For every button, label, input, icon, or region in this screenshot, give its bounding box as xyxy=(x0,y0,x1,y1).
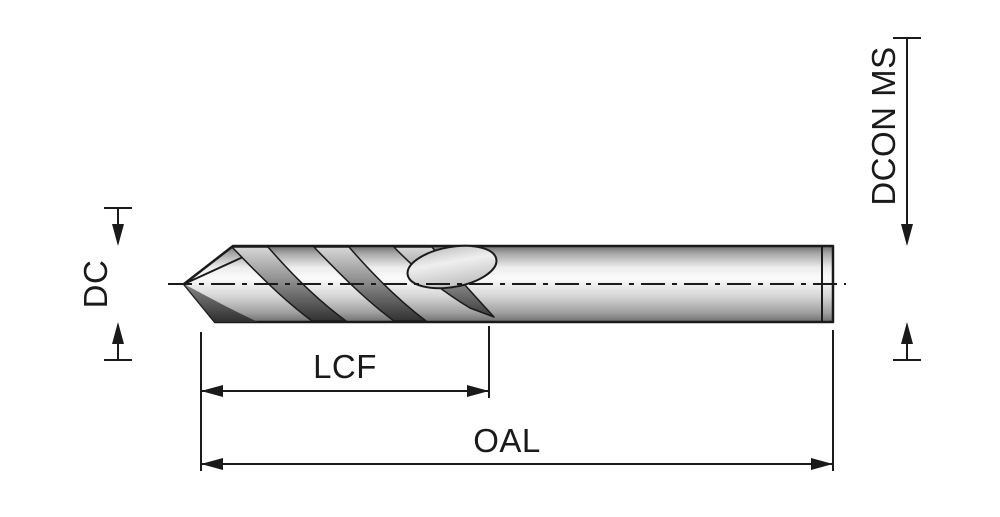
arrowhead-down-icon xyxy=(901,224,913,246)
dcon-dimension: DCON MS xyxy=(865,37,921,361)
lcf-dimension: LCF xyxy=(201,326,490,398)
arrowhead-down-icon xyxy=(112,224,124,246)
dim-label-dc: DC xyxy=(77,260,114,309)
dim-label-dcon: DCON MS xyxy=(865,46,902,205)
drill-tip-facet-line xyxy=(183,256,244,285)
arrowhead-up-icon xyxy=(112,322,124,344)
dim-label-oal: OAL xyxy=(473,422,541,459)
drill-illustration xyxy=(168,244,846,324)
drill-flute-band xyxy=(313,246,427,322)
arrowhead-up-icon xyxy=(901,322,913,344)
oal-dimension: OAL xyxy=(200,330,834,471)
dim-label-lcf: LCF xyxy=(313,348,377,385)
arrowhead-left-icon xyxy=(201,385,223,397)
flute-runout-ellipse xyxy=(406,244,498,290)
dc-dimension: DC xyxy=(77,207,132,361)
arrowhead-left-icon xyxy=(201,458,223,470)
arrowhead-right-icon xyxy=(467,385,489,397)
drill-tip-facet-shade xyxy=(184,284,258,322)
arrowhead-right-icon xyxy=(811,458,833,470)
